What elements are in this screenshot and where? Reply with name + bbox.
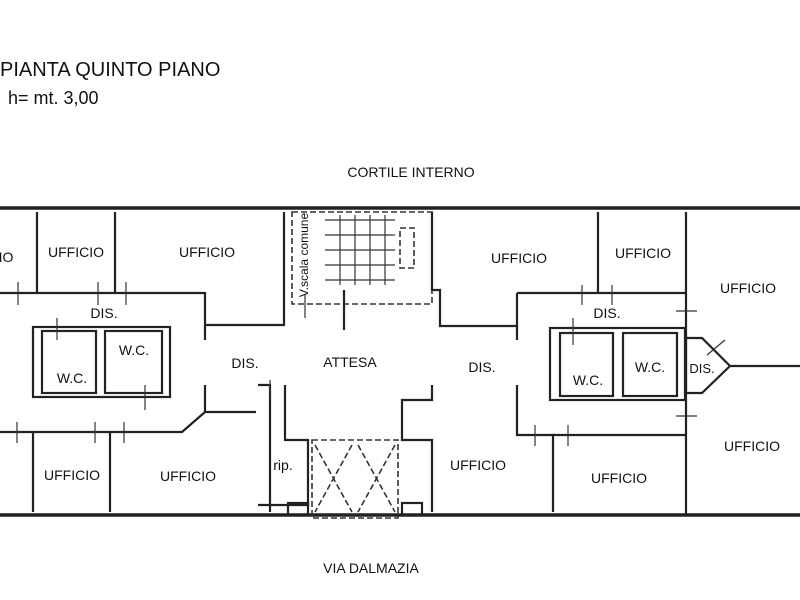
plan-title: PIANTA QUINTO PIANO	[0, 59, 220, 81]
stair-steps-icon	[325, 215, 395, 285]
room-label: UFFICIO	[615, 245, 671, 261]
room-label: DIS.	[231, 355, 258, 371]
small-hall-outline	[684, 336, 732, 395]
room-label: W.C.	[635, 359, 665, 375]
room-label: UFFICIO	[491, 250, 547, 266]
room-label: UFFICIO	[48, 244, 104, 260]
elevator-cross-icon	[314, 444, 396, 513]
room-label: DIS.	[90, 305, 117, 321]
room-label: ATTESA	[323, 354, 377, 370]
room-label: V.scala comune	[297, 213, 311, 298]
room-label: W.C.	[57, 370, 87, 386]
room-label: UFFICIO	[44, 467, 100, 483]
street-label: VIA DALMAZIA	[323, 560, 419, 576]
room-label: W.C.	[573, 372, 603, 388]
elevator-shaft	[311, 439, 399, 519]
room-label: IO	[0, 249, 13, 265]
room-label: UFFICIO	[591, 470, 647, 486]
room-label: UFFICIO	[450, 457, 506, 473]
room-label: UFFICIO	[160, 468, 216, 484]
room-label: rip.	[273, 457, 292, 473]
room-label: DIS.	[593, 305, 620, 321]
door-marks	[16, 282, 726, 446]
ceiling-height: h= mt. 3,00	[8, 88, 99, 108]
room-labels: IO UFFICIO UFFICIO DIS. W.C. W.C. DIS. U…	[0, 213, 780, 486]
room-label: UFFICIO	[179, 244, 235, 260]
room-label: W.C.	[119, 342, 149, 358]
room-label: UFFICIO	[724, 438, 780, 454]
courtyard-label: CORTILE INTERNO	[347, 164, 474, 180]
room-label: UFFICIO	[720, 280, 776, 296]
room-label: DIS.	[689, 361, 714, 376]
walls	[0, 206, 800, 519]
room-label: DIS.	[468, 359, 495, 375]
